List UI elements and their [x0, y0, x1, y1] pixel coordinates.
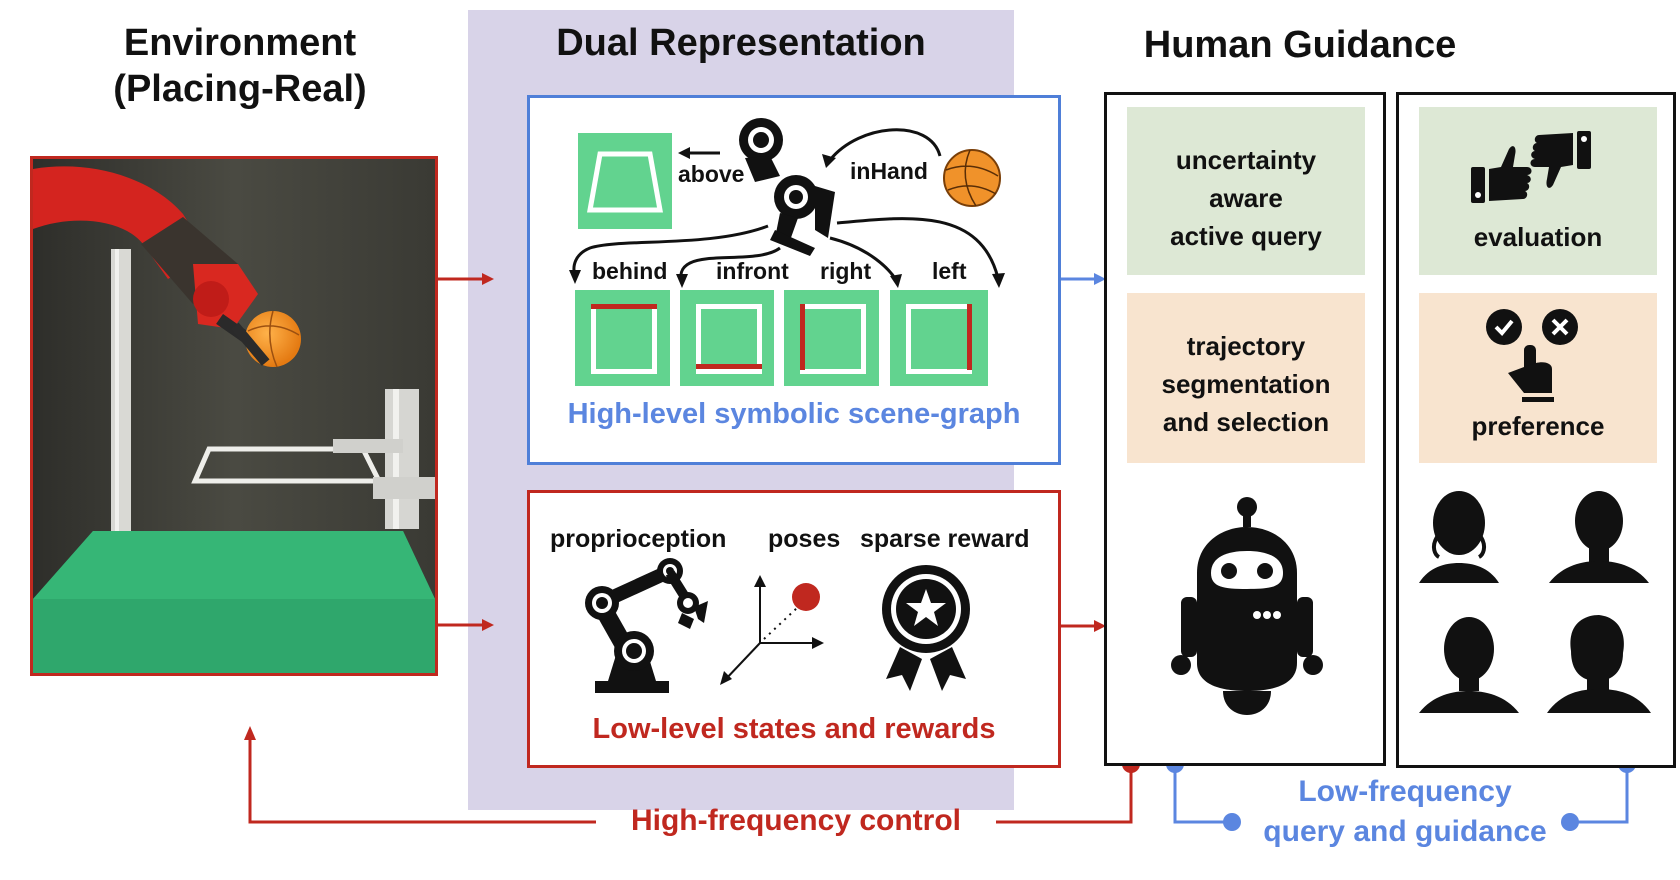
trajectory-selection-line2: segmentation [1161, 369, 1331, 399]
highlevel-to-guidance-arrowhead [1094, 273, 1106, 285]
behind-arrowhead [569, 270, 581, 284]
evaluation-label: evaluation [1473, 222, 1603, 252]
scene-graph-diagram [569, 118, 1005, 288]
env-to-lowlevel-arrowhead [482, 619, 494, 631]
uncertainty-query-line3: active query [1170, 221, 1322, 251]
human-guidance-column: evaluation preference [1396, 92, 1676, 768]
person-silhouette-2 [1549, 491, 1649, 583]
uncertainty-query-card: uncertainty aware active query [1127, 107, 1365, 275]
low-level-item-poses: poses [768, 525, 841, 553]
relation-above: above [678, 161, 745, 187]
high-frequency-arrowhead [244, 726, 256, 740]
thumbs-up-down-icon [1471, 131, 1591, 203]
human-guidance-title: Human Guidance [1143, 24, 1457, 66]
high-level-scene-graph-box: above inHand behind infront right left H… [527, 95, 1061, 465]
high-frequency-line-left [248, 738, 596, 824]
left-tile [890, 290, 988, 386]
infront-arrowhead [676, 274, 688, 288]
relation-left: left [932, 258, 967, 284]
robot-agent-icon [1171, 497, 1323, 715]
behind-tile [575, 290, 670, 386]
person-silhouette-1 [1419, 491, 1499, 583]
behind-edge-highlight [591, 304, 657, 309]
uncertainty-query-line1: uncertainty [1175, 145, 1317, 175]
relation-right: right [820, 258, 872, 284]
low-level-states-box: proprioception poses sparse reward [527, 490, 1061, 768]
robot-arm-icon [585, 558, 708, 693]
preference-card: preference [1419, 293, 1657, 463]
robot-scene-image [33, 159, 435, 673]
env-to-highlevel-arrowhead [482, 273, 494, 285]
low-frequency-label-line2: query and guidance [1263, 815, 1547, 848]
left-edge-highlight [967, 304, 972, 370]
trajectory-selection-line3: and selection [1162, 407, 1330, 437]
low-frequency-label-line1: Low-frequency [1298, 775, 1512, 808]
environment-title-line1: Environment [123, 22, 357, 64]
inhand-arrowhead [822, 154, 836, 168]
person-silhouette-3 [1419, 617, 1519, 713]
trajectory-selection-card: trajectory segmentation and selection [1127, 293, 1365, 463]
low-level-icons [585, 558, 970, 693]
high-frequency-line-right [996, 764, 1133, 824]
high-frequency-label: High-frequency control [630, 804, 961, 837]
lowlevel-to-guidance-arrowhead [1094, 620, 1106, 632]
right-tile [784, 290, 879, 386]
human-evaluators-icon [1419, 491, 1651, 713]
right-arrowhead [890, 274, 902, 288]
low-level-item-proprioception: proprioception [550, 525, 727, 553]
choice-pointer-icon [1486, 309, 1578, 402]
relation-infront: infront [716, 258, 789, 284]
low-level-caption: Low-level states and rewards [592, 713, 996, 745]
dual-representation-title: Dual Representation [556, 22, 926, 64]
environment-photo [30, 156, 438, 676]
right-edge-highlight [800, 304, 805, 370]
low-frequency-line-right [1572, 764, 1629, 824]
high-level-caption: High-level symbolic scene-graph [567, 398, 1021, 430]
uncertainty-query-line2: aware [1209, 183, 1283, 213]
relation-inhand: inHand [850, 158, 928, 184]
low-frequency-line-left [1173, 764, 1230, 824]
preference-label: preference [1471, 411, 1605, 441]
basketball-icon [943, 149, 1001, 207]
person-silhouette-4 [1547, 615, 1651, 713]
low-frequency-label: Low-frequency query and guidance [1240, 772, 1570, 852]
low-frequency-node-left-end [1223, 813, 1241, 831]
above-arrowhead [678, 147, 690, 159]
above-tile [578, 133, 672, 229]
left-arrowhead [992, 273, 1005, 288]
low-frequency-node-right-end [1561, 813, 1579, 831]
infront-tile [680, 290, 774, 386]
robot-guidance-column: uncertainty aware active query trajector… [1104, 92, 1386, 766]
pose-axes-icon [720, 575, 824, 685]
environment-title-line2: (Placing-Real) [113, 68, 367, 110]
environment-title: Environment (Placing-Real) [60, 20, 420, 112]
reward-badge-icon [882, 565, 970, 691]
trajectory-selection-line1: trajectory [1186, 331, 1306, 361]
pose-point [792, 583, 820, 611]
evaluation-card: evaluation [1419, 107, 1657, 275]
gripper-icon [739, 118, 835, 256]
infront-edge-highlight [696, 364, 762, 369]
low-level-item-sparse-reward: sparse reward [860, 525, 1030, 553]
relation-behind: behind [592, 258, 668, 284]
above-tile-frame [587, 151, 663, 213]
